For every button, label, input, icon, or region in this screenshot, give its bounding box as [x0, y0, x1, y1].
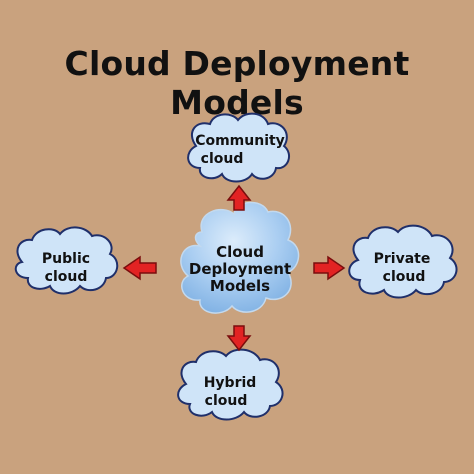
hybrid-cloud-node: Hybrid cloud [177, 348, 284, 421]
center-label-line3: Models [210, 277, 270, 295]
arrow-left [122, 255, 157, 281]
hybrid-cloud-shape [177, 348, 284, 421]
hybrid-label-line1: Hybrid [204, 375, 257, 391]
community-cloud-node: Community cloud [187, 112, 291, 183]
arrow-right [313, 255, 346, 281]
public-label-line2: cloud [45, 269, 88, 285]
private-cloud-shape [348, 224, 458, 299]
community-label-line1: Community [195, 133, 285, 149]
hybrid-label-line2: cloud [205, 393, 248, 409]
center-label-line2: Deployment [189, 260, 291, 278]
center-cloud: Cloud Deployment Models [180, 201, 300, 314]
public-cloud-node: Public cloud [14, 226, 119, 295]
community-label-line2: cloud [201, 151, 244, 167]
public-label-line1: Public [42, 251, 90, 267]
public-cloud-shape [14, 226, 119, 295]
diagram-title: Cloud Deployment Models [64, 44, 410, 122]
private-label-line2: cloud [383, 269, 426, 285]
center-cloud-shape [180, 201, 300, 314]
center-label-line1: Cloud [216, 243, 264, 261]
private-cloud-node: Private cloud [348, 224, 458, 299]
community-cloud-shape [187, 112, 291, 183]
private-label-line1: Private [374, 251, 431, 267]
arrow-down [226, 325, 252, 352]
arrow-up [226, 184, 252, 211]
